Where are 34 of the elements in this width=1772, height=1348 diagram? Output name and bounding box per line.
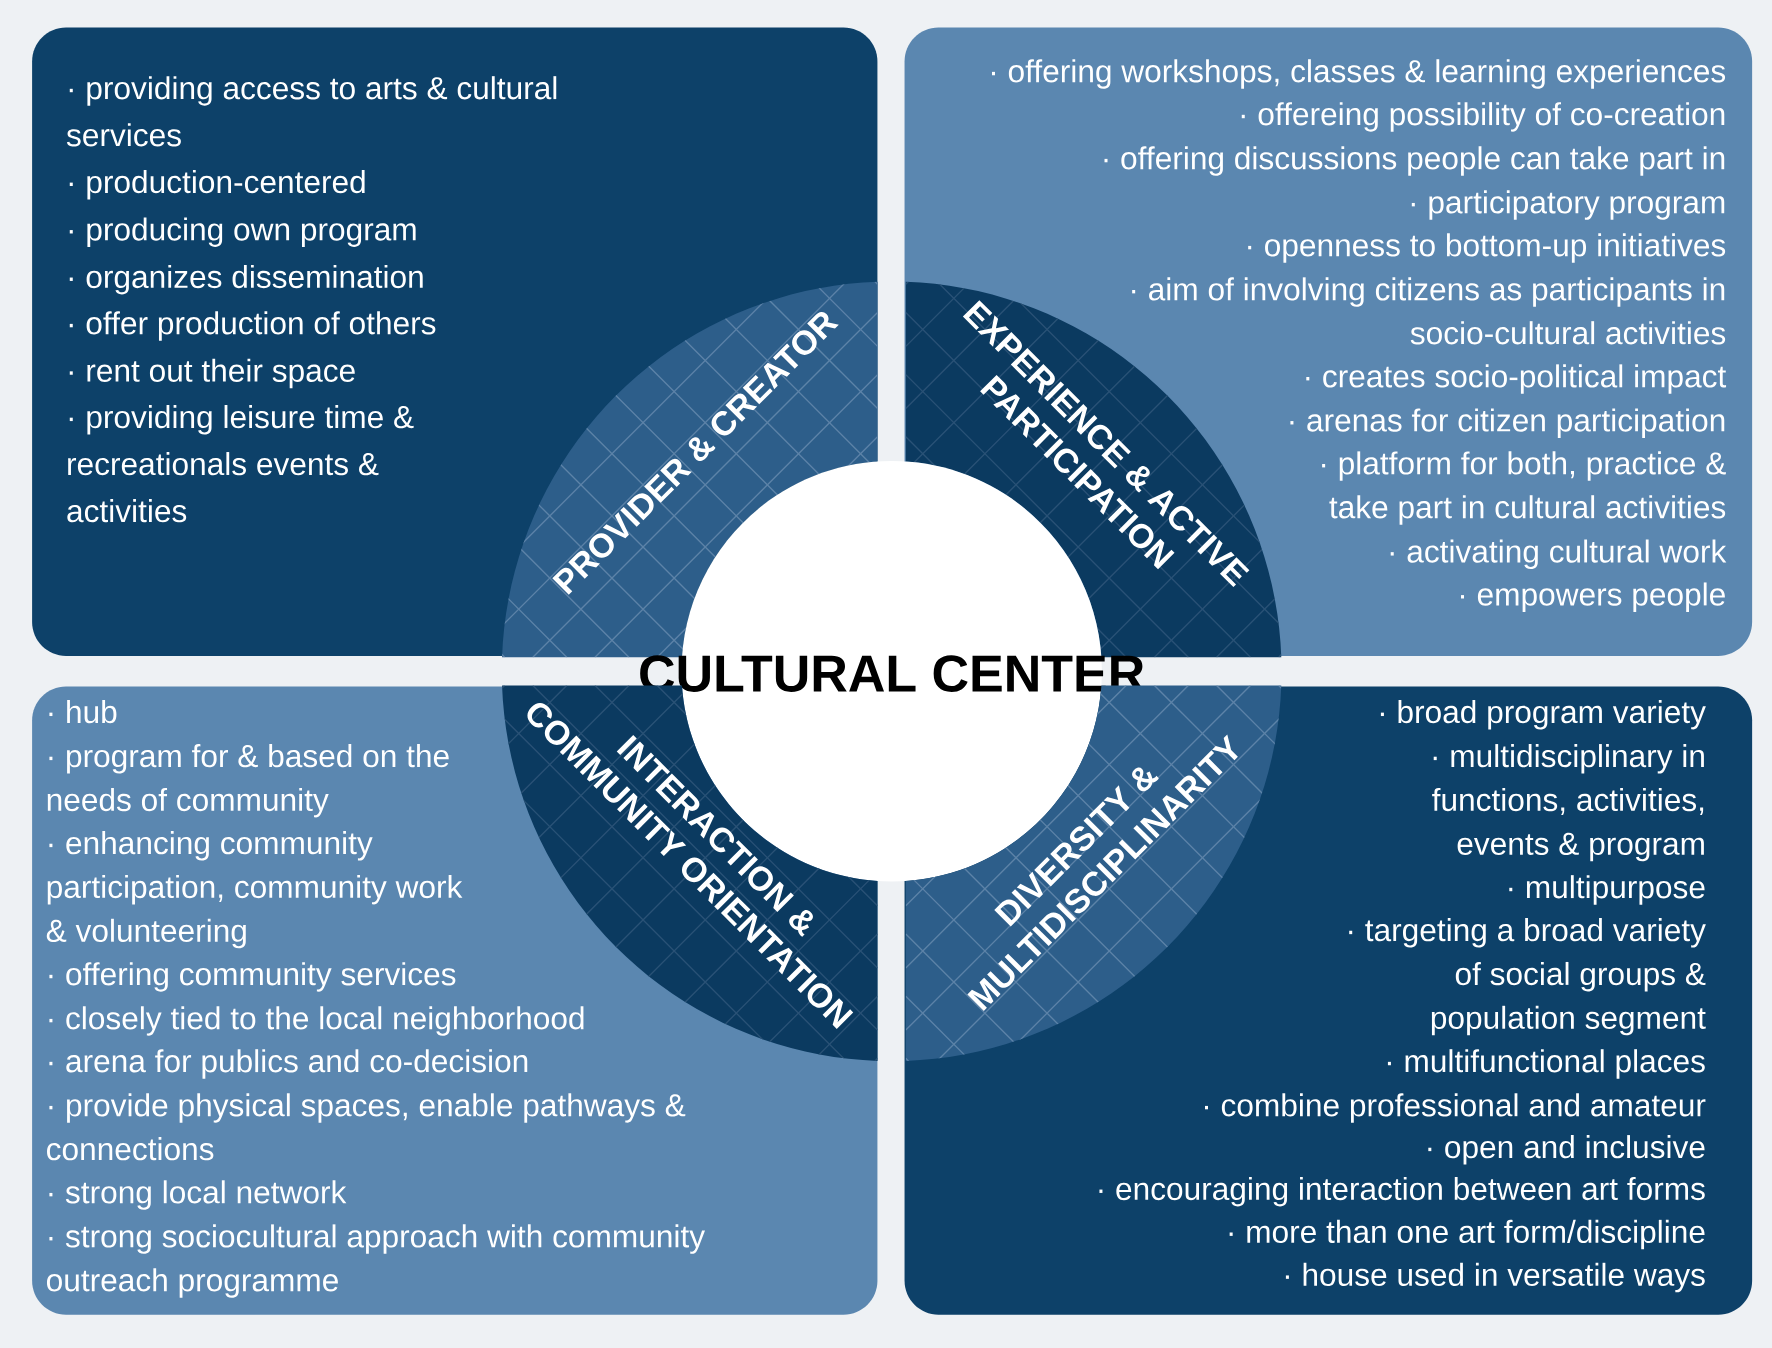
bullet-item: · strong sociocultural approach with community outreach programme [46,1224,705,1298]
bullet-item: · production-centered [69,169,365,200]
bullet-item: · rent out their space [69,358,355,389]
bullet-item: · provide physical spaces, enable pathways & connections [47,1093,686,1161]
bullet-item: · offering community services [49,962,456,992]
bullet-item: · program for & based on the needs of community [47,743,449,818]
bullet-item: · strong local network [49,1180,347,1210]
bullet-item: · offereing possibility of co-creation [1241,102,1725,132]
bullet-item: · providing leisure time & recreationals events & activities [67,404,414,523]
bullet-item: · open and inclusive [1428,1135,1705,1165]
bullet-item: · creates socio-political impact [1306,364,1727,394]
bullet-item: · multidisciplinary in functions, activities, events & program [1432,743,1704,862]
bullet-item: · providing access to arts & cultural services [66,76,557,147]
bullet-item: · multipurpose [1509,875,1705,905]
bullet-item: · combine professional and amateur [1204,1093,1706,1123]
bullet-item: · broad program variety [1380,699,1706,730]
bullet-item: · activating cultural work [1390,539,1727,569]
bullet-item: · house used in versatile ways [1285,1262,1705,1293]
bullet-item: · platform for both, practice & take part in cultural activities [1322,451,1726,525]
bullet-item: · multifunctional places [1387,1049,1705,1079]
bullet-item: · participatory program [1411,190,1725,220]
bullet-item: · producing own program [69,217,416,247]
bullet-item: · offering workshops, classes & learning experiences [992,59,1726,89]
bullet-item: · more than one art form/discipline [1229,1219,1705,1250]
bullet-item: · empowers people [1461,582,1725,612]
bullet-item: · openness to bottom-up initiatives [1248,233,1726,263]
bullet-item: · organizes dissemination [69,264,423,295]
bullet-item: · offer production of others [69,311,436,341]
bullet-item: · enhancing community participation, community work & volunteering [46,831,463,949]
bullet-item: · offering discussions people can take part in [1104,146,1725,176]
bullet-item: · encouraging interaction between art forms [1099,1176,1705,1207]
bullet-item: · arenas for citizen participation [1290,408,1725,438]
bullet-item: · targeting a broad variety of social groups & population segment [1349,918,1706,1036]
bullet-item: · hub [49,699,117,724]
